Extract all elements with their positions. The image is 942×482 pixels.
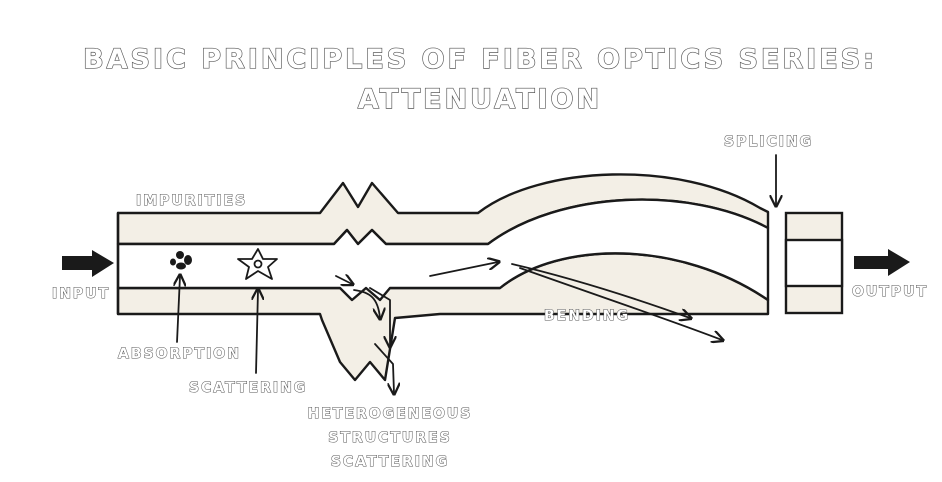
label-structures-scattering: SCATTERING bbox=[331, 454, 449, 470]
label-input: INPUT bbox=[52, 286, 110, 302]
label-structures: STRUCTURES bbox=[328, 430, 451, 446]
diagram-title-line2: ATTENUATION bbox=[358, 84, 602, 115]
label-output: OUTPUT bbox=[852, 284, 928, 300]
light-ray-arrow bbox=[429, 262, 498, 277]
scatter-ray-arrow bbox=[369, 287, 390, 346]
absorption-pointer-arrow bbox=[177, 276, 180, 343]
fiber-cable bbox=[116, 173, 844, 382]
absorption-particle-icon bbox=[170, 251, 192, 270]
bending-escape-ray-arrow bbox=[511, 263, 690, 318]
scatter-ray-arrow bbox=[374, 343, 394, 393]
label-impurities: IMPURITIES bbox=[136, 193, 247, 209]
label-absorption: ABSORPTION bbox=[118, 346, 241, 362]
input-arrow-icon bbox=[62, 250, 114, 277]
label-splicing: SPLICING bbox=[724, 134, 813, 150]
scattering-pointer-arrow bbox=[256, 290, 258, 374]
label-heterogeneous: HETEROGENEOUS bbox=[308, 406, 473, 422]
fiber-core bbox=[116, 198, 770, 302]
label-scattering: SCATTERING bbox=[189, 380, 307, 396]
diagram-title-line1: BASIC PRINCIPLES OF FIBER OPTICS SERIES: bbox=[83, 44, 877, 75]
scatter-ray-arrow bbox=[335, 276, 352, 284]
label-bending: BENDING bbox=[544, 308, 630, 324]
bending-escape-ray-arrow bbox=[519, 267, 722, 340]
output-arrow-icon bbox=[854, 249, 910, 276]
scattering-star-icon bbox=[237, 248, 278, 280]
scatter-ray-arrow bbox=[353, 289, 380, 318]
